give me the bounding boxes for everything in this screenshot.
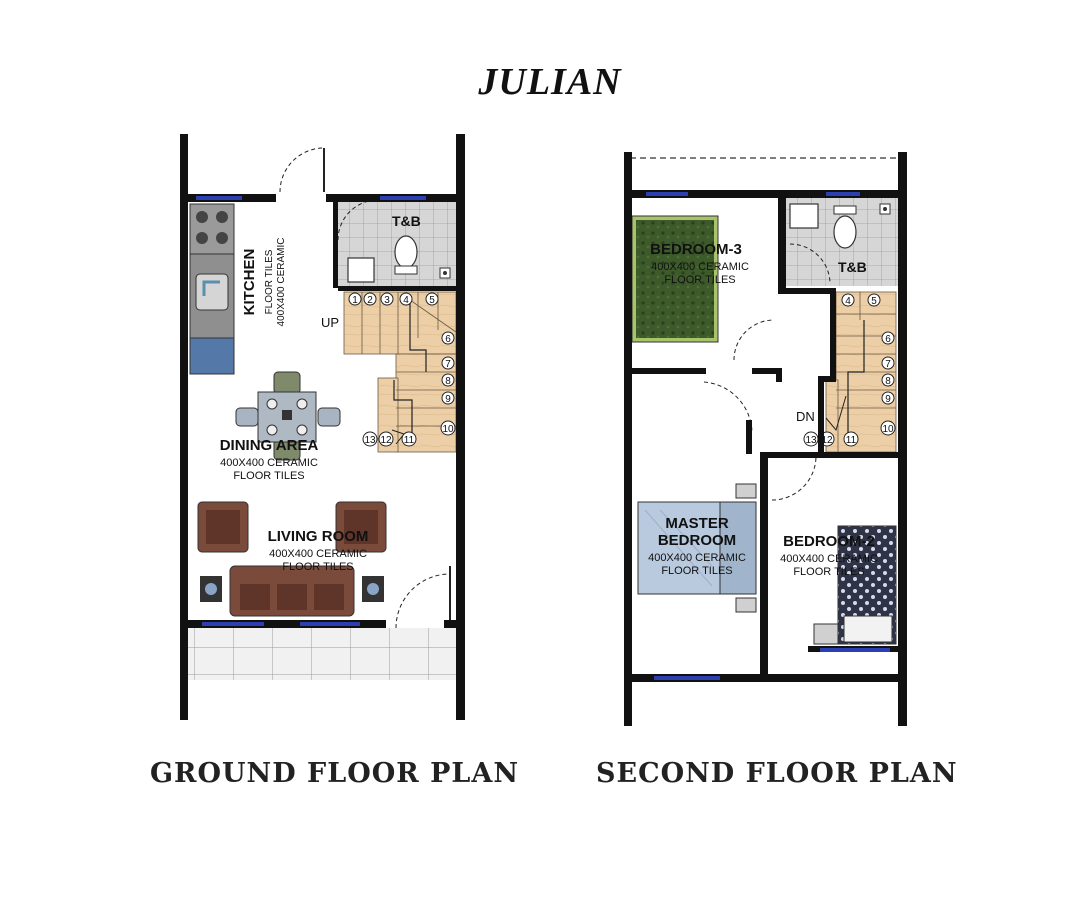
front-door-swing — [395, 573, 451, 629]
second-tb-label: T&B — [838, 259, 867, 275]
bedroom3-bed — [631, 215, 719, 343]
kitchen-spec-ceramic: 400X400 CERAMIC — [276, 238, 287, 327]
up-step-7: 7 — [885, 359, 891, 370]
step-12: 12 — [380, 435, 392, 446]
second-stair-numbers: 4 5 6 7 8 9 10 11 12 13 — [803, 293, 896, 447]
up-step-8: 8 — [885, 376, 891, 387]
second-windows — [646, 192, 890, 680]
step-4: 4 — [403, 295, 409, 306]
step-11: 11 — [404, 435, 415, 446]
step-13: 13 — [364, 435, 376, 446]
up-step-9: 9 — [885, 394, 891, 405]
kitchen-spec-tiles: FLOOR TILES — [264, 249, 275, 314]
dining-label: DINING AREA — [220, 437, 319, 454]
step-8: 8 — [445, 376, 451, 387]
ground-windows — [196, 196, 426, 626]
ground-floor-plan: 1 2 3 4 5 6 7 8 9 10 11 12 13 UP KITCH — [180, 134, 465, 720]
bedroom2-bed — [813, 525, 897, 645]
up-step-6: 6 — [885, 334, 891, 345]
up-step-10: 10 — [882, 424, 894, 435]
second-tb-fixtures — [789, 203, 891, 285]
ground-stair-numbers: 1 2 3 4 5 6 7 8 9 10 11 12 13 — [348, 292, 456, 447]
second-floor-label: SECOND FLOOR PLAN — [596, 758, 958, 789]
rear-door-swing — [279, 147, 325, 193]
up-step-11: 11 — [846, 435, 857, 446]
up-step-12: 12 — [821, 435, 833, 446]
dining-table — [235, 371, 341, 461]
ground-tb-fixtures — [337, 199, 451, 283]
bedroom2-spec-tiles: FLOOR TILES — [793, 566, 864, 578]
master-spec-tiles: FLOOR TILES — [661, 565, 732, 577]
step-6: 6 — [445, 334, 451, 345]
step-10: 10 — [442, 424, 454, 435]
up-step-13: 13 — [805, 435, 817, 446]
dining-spec-tiles: FLOOR TILES — [233, 470, 304, 482]
living-spec-tiles: FLOOR TILES — [282, 561, 353, 573]
up-step-5: 5 — [871, 296, 877, 307]
kitchen-counter — [189, 203, 235, 375]
ground-stairs — [343, 291, 457, 453]
bedroom3-spec-ceramic: 400X400 CERAMIC — [651, 261, 749, 273]
dn-label: DN — [796, 409, 815, 424]
second-door-swings — [703, 319, 817, 501]
second-floor-plan: 4 5 6 7 8 9 10 11 12 13 DN T&B BEDROOM-3… — [624, 152, 907, 726]
master-spec-ceramic: 400X400 CERAMIC — [648, 552, 746, 564]
living-spec-ceramic: 400X400 CERAMIC — [269, 548, 367, 560]
bedroom2-label: BEDROOM-2 — [783, 533, 875, 550]
up-label: UP — [321, 315, 339, 330]
bedroom2-spec-ceramic: 400X400 CERAMIC — [780, 553, 878, 565]
plan-title: JULIAN — [478, 61, 622, 103]
step-1: 1 — [352, 295, 358, 306]
kitchen-label-group: KITCHEN — [241, 249, 258, 316]
step-3: 3 — [384, 295, 390, 306]
dining-spec-ceramic: 400X400 CERAMIC — [220, 457, 318, 469]
porch-tiles — [188, 628, 456, 680]
bedroom3-label: BEDROOM-3 — [650, 241, 742, 258]
ground-floor-label: GROUND FLOOR PLAN — [150, 758, 520, 789]
step-9: 9 — [445, 394, 451, 405]
step-2: 2 — [367, 295, 373, 306]
living-furniture — [197, 501, 387, 617]
step-7: 7 — [445, 359, 451, 370]
bedroom3-spec-tiles: FLOOR TILES — [664, 274, 735, 286]
master-label-2: BEDROOM — [658, 532, 736, 549]
kitchen-label: KITCHEN — [241, 249, 258, 316]
master-bed — [637, 483, 757, 613]
living-label: LIVING ROOM — [268, 528, 369, 545]
master-label-1: MASTER — [665, 515, 729, 532]
step-5: 5 — [429, 295, 435, 306]
up-step-4: 4 — [845, 296, 851, 307]
ground-tb-label: T&B — [392, 213, 421, 229]
